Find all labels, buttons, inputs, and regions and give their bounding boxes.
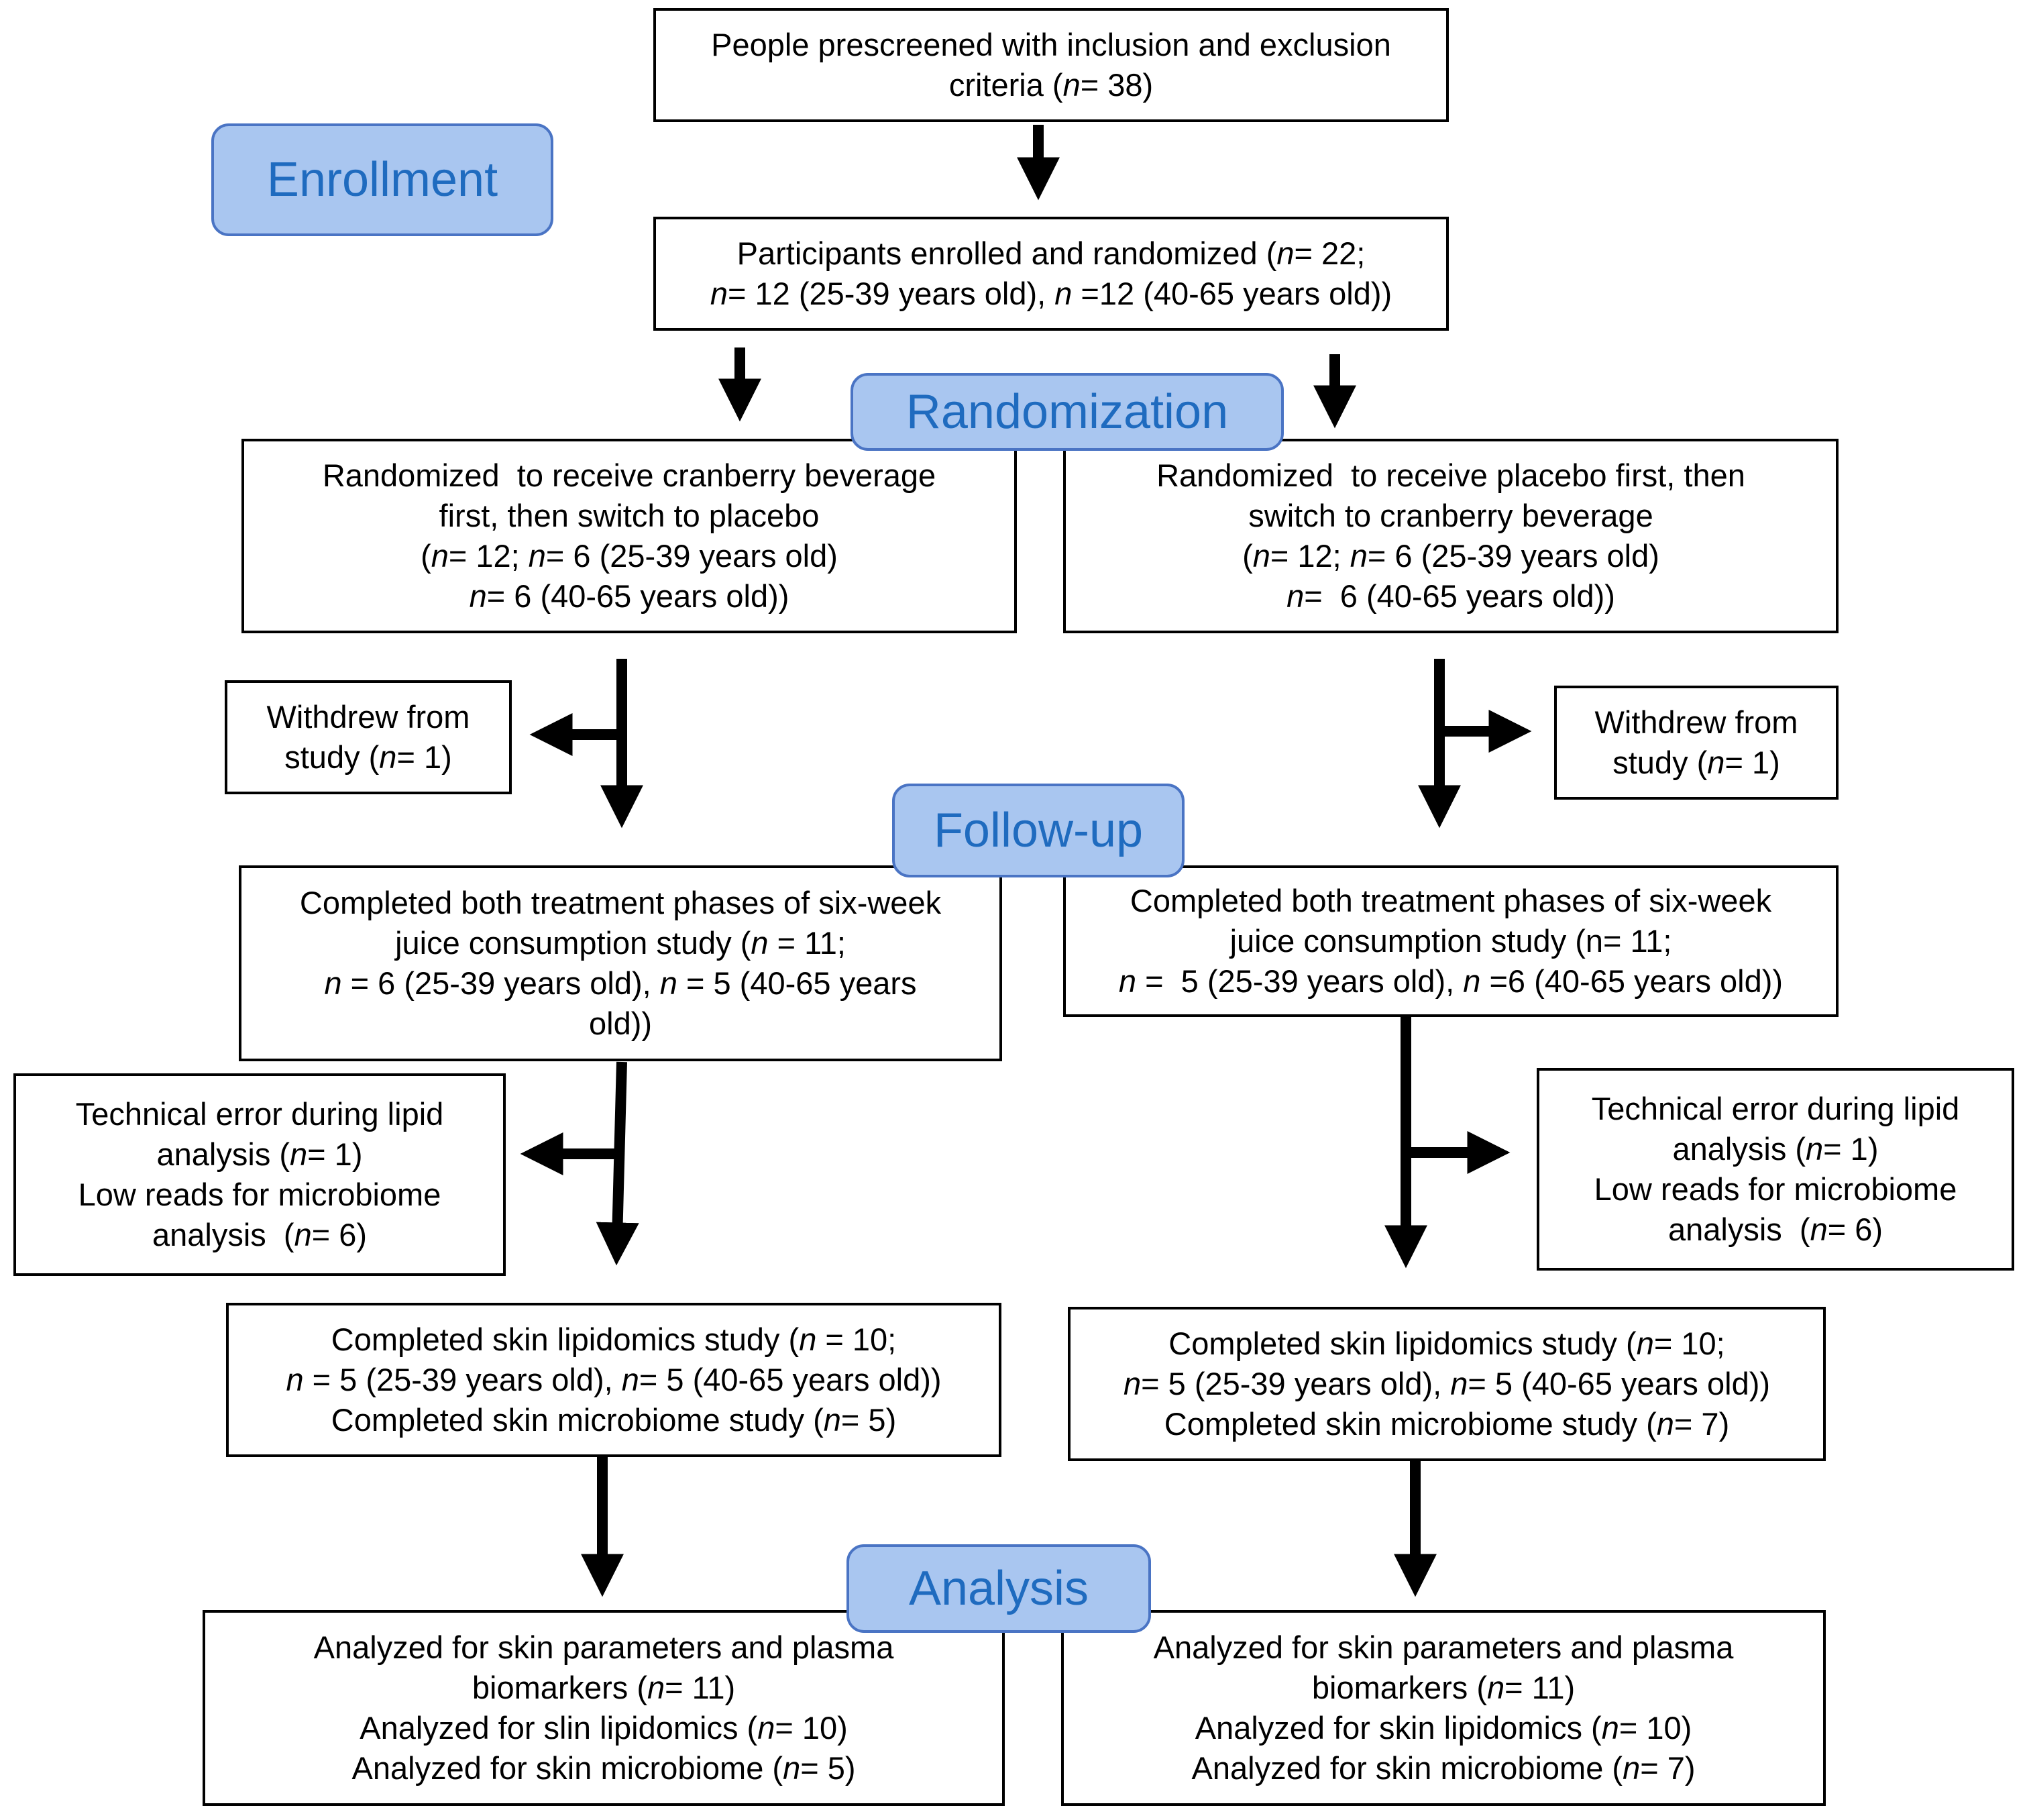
box-line: juice consumption study (n = 11;	[395, 925, 846, 961]
box-line: Completed skin lipidomics study (n= 10;	[1168, 1326, 1725, 1361]
box-line: Analyzed for slin lipidomics (n= 10)	[360, 1710, 848, 1746]
box-line: n= 12 (25-39 years old), n =12 (40-65 ye…	[710, 276, 1392, 311]
box-line: study (n= 1)	[1612, 745, 1780, 780]
box-line: Technical error during lipid	[75, 1096, 444, 1132]
box-line: analysis (n= 6)	[152, 1217, 367, 1252]
right-randomized-box: Randomized to receive placebo first, the…	[1063, 439, 1839, 633]
box-line: Analyzed for skin parameters and plasma	[1153, 1629, 1734, 1665]
box-line: biomarkers (n= 11)	[1311, 1670, 1576, 1705]
box-line: biomarkers (n= 11)	[472, 1670, 736, 1705]
box-line: Analyzed for skin microbiome (n= 7)	[1191, 1750, 1696, 1786]
box-line: Randomized to receive cranberry beverage	[322, 458, 936, 493]
left-lipidomics-box: Completed skin lipidomics study (n = 10;…	[226, 1303, 1001, 1457]
box-line: Randomized to receive placebo first, the…	[1156, 458, 1745, 493]
box-line: Low reads for microbiome	[78, 1177, 441, 1212]
box-line: n = 5 (25-39 years old), n =6 (40-65 yea…	[1118, 963, 1784, 999]
left-error-box: Technical error during lipid analysis (n=…	[13, 1073, 506, 1276]
stage-followup: Follow-up	[892, 784, 1185, 877]
box-line: Completed skin microbiome study (n= 5)	[331, 1402, 897, 1438]
box-line: Analyzed for skin parameters and plasma	[313, 1629, 894, 1665]
box-line: Technical error during lipid	[1591, 1091, 1960, 1126]
box-line: first, then switch to placebo	[439, 498, 820, 533]
left-withdrew-box: Withdrew from study (n= 1)	[225, 680, 512, 794]
right-withdrew-box: Withdrew from study (n= 1)	[1554, 686, 1839, 800]
box-line: Withdrew from	[1594, 704, 1798, 740]
box-line: Participants enrolled and randomized (n=…	[736, 235, 1366, 271]
box-line: juice consumption study (n= 11;	[1229, 923, 1672, 959]
prescreened-box: People prescreened with inclusion and ex…	[653, 8, 1449, 122]
stage-analysis: Analysis	[846, 1544, 1151, 1633]
box-line: Completed skin lipidomics study (n = 10;	[331, 1322, 897, 1357]
box-line: criteria (n= 38)	[948, 67, 1154, 103]
box-line: analysis (n= 6)	[1667, 1212, 1883, 1247]
box-line: (n= 12; n= 6 (25-39 years old)	[421, 538, 838, 574]
box-line: Completed both treatment phases of six-w…	[1130, 883, 1772, 918]
box-line: study (n= 1)	[284, 739, 452, 775]
box-line: Withdrew from	[266, 699, 470, 735]
box-line: n= 6 (40-65 years old))	[1286, 578, 1615, 614]
left-randomized-box: Randomized to receive cranberry beverage…	[241, 439, 1017, 633]
box-line: n= 5 (25-39 years old), n= 5 (40-65 year…	[1123, 1366, 1771, 1401]
right-error-box: Technical error during lipid analysis (n=…	[1537, 1068, 2014, 1271]
box-line: (n= 12; n= 6 (25-39 years old)	[1242, 538, 1659, 574]
box-line: n= 6 (40-65 years old))	[469, 578, 789, 614]
box-line: analysis (n= 1)	[156, 1136, 363, 1172]
box-line: old))	[588, 1006, 653, 1041]
box-line: Analyzed for skin lipidomics (n= 10)	[1195, 1710, 1692, 1746]
box-line: n = 5 (25-39 years old), n= 5 (40-65 yea…	[286, 1362, 942, 1397]
box-line: People prescreened with inclusion and ex…	[711, 27, 1391, 62]
right-analyzed-box: Analyzed for skin parameters and plasma b…	[1061, 1610, 1826, 1806]
box-line: switch to cranberry beverage	[1248, 498, 1653, 533]
box-line: n = 6 (25-39 years old), n = 5 (40-65 ye…	[324, 965, 917, 1001]
box-line: Completed skin microbiome study (n= 7)	[1164, 1406, 1730, 1442]
left-completed-box: Completed both treatment phases of six-w…	[239, 865, 1002, 1061]
box-line: Completed both treatment phases of six-w…	[299, 885, 942, 920]
enrolled-box: Participants enrolled and randomized (n=…	[653, 217, 1449, 331]
right-lipidomics-box: Completed skin lipidomics study (n= 10; n…	[1068, 1307, 1826, 1461]
stage-enrollment: Enrollment	[211, 123, 553, 236]
right-completed-box: Completed both treatment phases of six-w…	[1063, 865, 1839, 1017]
box-line: analysis (n= 1)	[1672, 1131, 1879, 1167]
box-line: Low reads for microbiome	[1594, 1171, 1957, 1207]
stage-randomization: Randomization	[851, 373, 1284, 451]
left-analyzed-box: Analyzed for skin parameters and plasma b…	[203, 1610, 1005, 1806]
box-line: Analyzed for skin microbiome (n= 5)	[351, 1750, 856, 1786]
